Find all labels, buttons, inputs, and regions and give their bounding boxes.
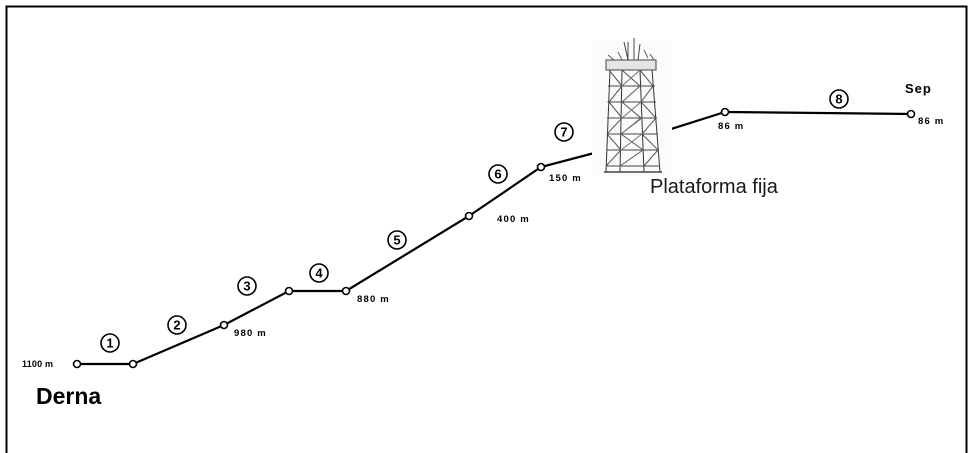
segment-marker-7: 7 <box>554 122 574 142</box>
node-5 <box>341 286 351 296</box>
segment-marker-6: 6 <box>488 164 508 184</box>
segment-marker-4: 4 <box>309 263 329 283</box>
node-7 <box>464 211 474 221</box>
segment-number-4: 4 <box>315 266 323 281</box>
depth-label-86: 86 m <box>718 121 744 132</box>
sep-label: Sep <box>905 81 932 96</box>
node-2 <box>128 359 138 369</box>
pipeline-nodes <box>72 107 916 369</box>
depth-label-880: 880 m <box>357 294 390 305</box>
diagram-border <box>5 5 968 453</box>
pipeline-route-upper <box>667 110 912 132</box>
node-9 <box>720 107 730 117</box>
segment-marker-2: 2 <box>167 315 187 335</box>
segment-markers: 1 2 3 4 5 6 7 8 <box>100 89 849 353</box>
node-8 <box>536 162 546 172</box>
depth-label-sep: 86 m <box>918 116 944 127</box>
segment-number-7: 7 <box>560 125 567 140</box>
depth-labels: 1100 m 980 m 880 m 400 m 150 m 86 m 86 m <box>22 116 944 369</box>
segment-number-3: 3 <box>243 279 250 294</box>
segment-number-2: 2 <box>173 318 180 333</box>
node-derna <box>72 359 82 369</box>
derna-label: Derna <box>36 383 101 409</box>
depth-label-derna: 1100 m <box>22 359 53 369</box>
segment-marker-1: 1 <box>100 333 120 353</box>
segment-marker-5: 5 <box>387 230 407 250</box>
pipeline-route-lower <box>77 149 603 366</box>
segment-number-8: 8 <box>835 92 842 107</box>
segment-number-1: 1 <box>106 336 113 351</box>
node-3 <box>219 320 229 330</box>
offshore-platform-tower-icon <box>592 38 672 176</box>
segment-marker-8: 8 <box>829 89 849 109</box>
depth-label-150: 150 m <box>549 173 582 184</box>
node-4 <box>284 286 294 296</box>
segment-number-6: 6 <box>494 167 501 182</box>
node-sep <box>906 109 916 119</box>
depth-label-400: 400 m <box>497 214 530 225</box>
platform-label: Plataforma fija <box>650 176 779 198</box>
segment-marker-3: 3 <box>237 276 257 296</box>
depth-label-980: 980 m <box>234 328 267 339</box>
segment-number-5: 5 <box>393 233 400 248</box>
